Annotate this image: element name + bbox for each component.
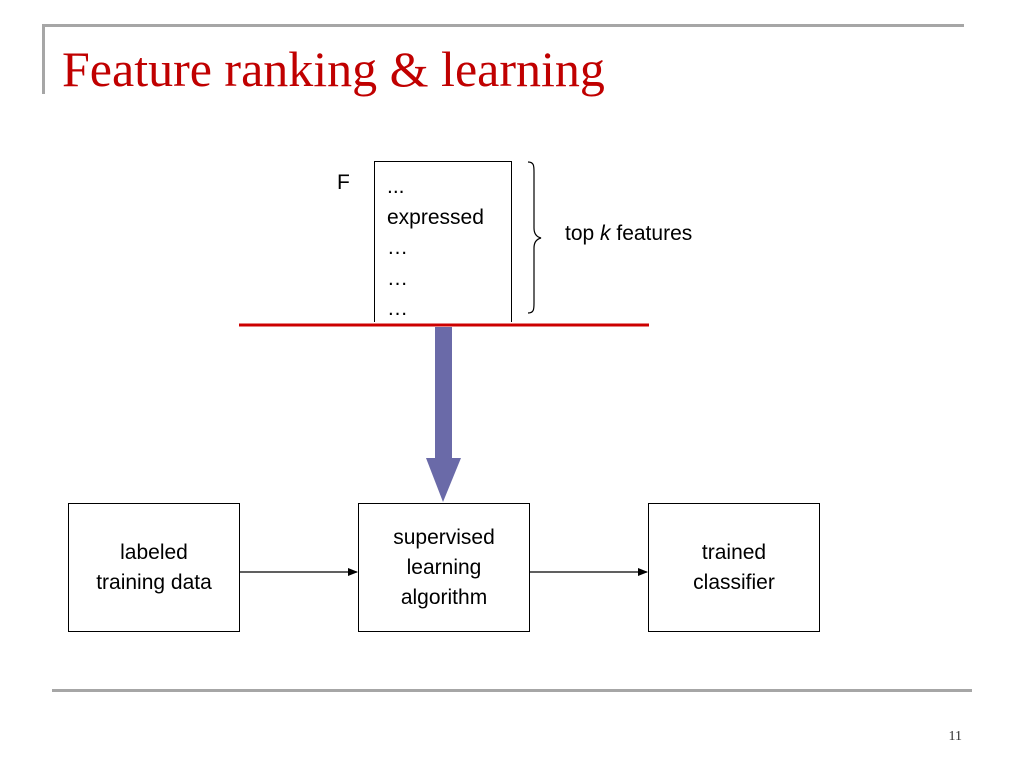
big-arrow-shaft xyxy=(435,327,452,459)
box-text-line: supervised xyxy=(393,525,495,549)
top-k-variable: k xyxy=(600,222,611,245)
supervised-learning-algorithm-box: supervised learning algorithm xyxy=(358,503,530,632)
box-text-line: trained xyxy=(701,540,767,564)
slide-frame-left-border xyxy=(42,24,45,94)
footer-divider xyxy=(52,689,972,692)
curly-brace xyxy=(527,161,542,314)
slide-title: Feature ranking & learning xyxy=(62,41,605,97)
trained-classifier-box: trained classifier xyxy=(648,503,820,632)
box-text-line: training data xyxy=(96,570,212,594)
feature-item: ... xyxy=(387,175,405,198)
big-arrow-head xyxy=(426,458,461,502)
box-text-line: labeled xyxy=(120,540,188,564)
feature-list-box xyxy=(374,161,512,322)
labeled-training-data-box: labeled training data xyxy=(68,503,240,632)
box-text-line: classifier xyxy=(693,570,775,594)
feature-item: expressed xyxy=(387,205,484,229)
top-k-prefix: top xyxy=(565,222,601,245)
feature-set-label: F xyxy=(337,171,350,194)
box-text-line: learning xyxy=(406,555,482,579)
feature-item: … xyxy=(387,297,408,320)
page-number: 11 xyxy=(948,729,962,744)
box-text-line: algorithm xyxy=(400,585,488,609)
feature-item: … xyxy=(387,236,408,259)
top-k-features-label: top k features xyxy=(565,222,692,246)
slide-frame-top-border xyxy=(42,24,964,27)
feature-list: ... expressed … … … xyxy=(387,172,484,325)
top-k-suffix: features xyxy=(610,222,693,245)
feature-item: … xyxy=(387,266,408,290)
